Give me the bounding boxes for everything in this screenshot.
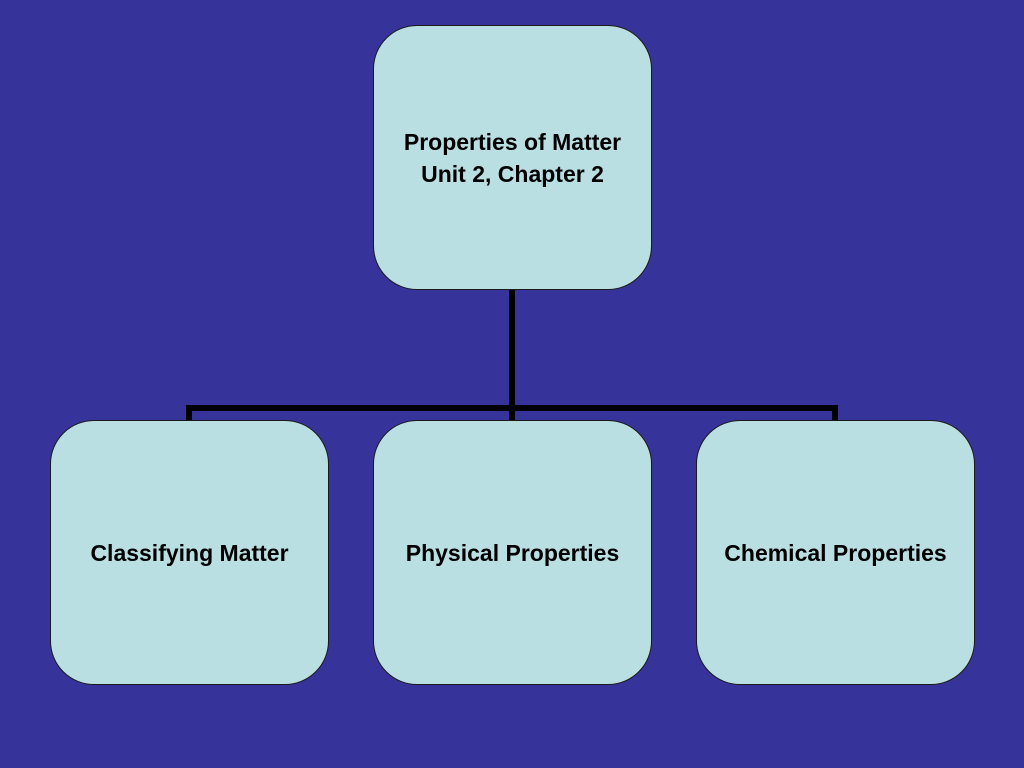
child-node-label: Classifying Matter bbox=[90, 539, 289, 566]
child-node-classifying-matter: Classifying Matter bbox=[50, 420, 329, 685]
root-node-label: Properties of Matter Unit 2, Chapter 2 bbox=[403, 128, 622, 187]
child-node-label: Physical Properties bbox=[405, 539, 620, 566]
child-node-label: Chemical Properties bbox=[724, 539, 947, 566]
root-node-properties-of-matter: Properties of Matter Unit 2, Chapter 2 bbox=[373, 25, 652, 290]
child-node-physical-properties: Physical Properties bbox=[373, 420, 652, 685]
child-node-chemical-properties: Chemical Properties bbox=[696, 420, 975, 685]
